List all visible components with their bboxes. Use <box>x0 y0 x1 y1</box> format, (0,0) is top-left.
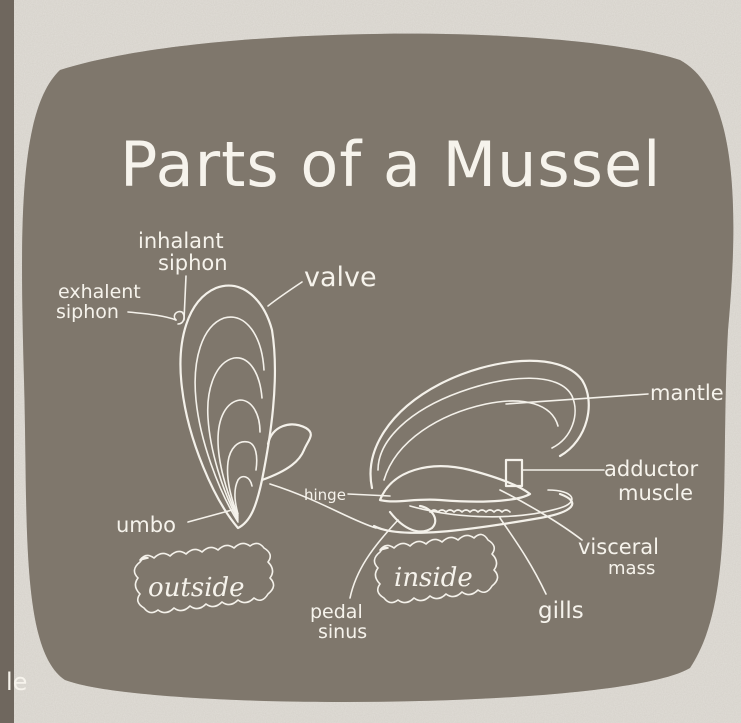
left-edge-strip <box>0 0 14 723</box>
caption-inside-text: inside <box>394 563 473 593</box>
label-umbo: umbo <box>116 513 176 537</box>
edge-fragment-text: le <box>6 668 27 696</box>
label-adductor-muscle-line2: muscle <box>618 481 693 505</box>
label-inhalant-siphon-line1: inhalant <box>138 229 224 253</box>
label-exhalent-siphon-line1: exhalent <box>58 281 141 303</box>
caption-outside-text: outside <box>148 573 245 603</box>
label-visceral-mass-line2: mass <box>608 558 655 579</box>
label-pedal-sinus-line2: sinus <box>318 621 367 643</box>
label-adductor-muscle-line1: adductor <box>604 457 698 481</box>
page-title: Parts of a Mussel <box>120 128 661 201</box>
label-inhalant-siphon-line2: siphon <box>158 251 228 275</box>
label-pedal-sinus-line1: pedal <box>310 601 363 623</box>
label-valve: valve <box>304 262 377 293</box>
label-mantle: mantle <box>650 381 724 405</box>
label-visceral-mass-line1: visceral <box>578 535 659 559</box>
label-exhalent-siphon-line2: siphon <box>56 301 119 323</box>
label-hinge: hinge <box>304 486 346 504</box>
label-gills: gills <box>538 598 584 624</box>
